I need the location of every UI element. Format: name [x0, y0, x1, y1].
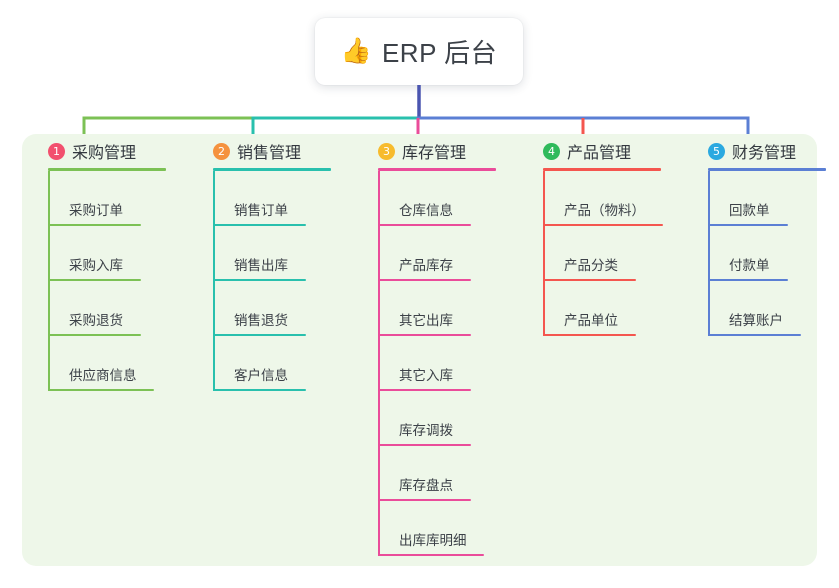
module-column-4: 4 产品管理产品（物料） 产品分类产品单位: [543, 134, 663, 336]
submodule-underline: [213, 279, 306, 281]
submodule-spine: [213, 171, 215, 391]
submodule-label: 产品分类: [564, 258, 618, 273]
submodule-underline: [708, 334, 801, 336]
submodule-underline: [378, 224, 471, 226]
submodule-label: 其它入库: [399, 368, 453, 383]
submodule-label: 其它出库: [399, 313, 453, 328]
module-header-underline: [378, 168, 496, 171]
module-header-2[interactable]: 2 销售管理: [213, 134, 331, 171]
thumbs-up-icon: 👍: [340, 37, 372, 65]
module-number-badge: 2: [213, 142, 230, 160]
module-title: 库存管理: [402, 145, 467, 162]
submodule-underline: [378, 279, 471, 281]
submodule-label: 采购入库: [69, 258, 123, 273]
module-title: 财务管理: [732, 145, 797, 162]
module-header-underline: [48, 168, 166, 171]
submodule-label: 结算账户: [729, 313, 783, 328]
submodule-spine: [378, 171, 380, 556]
root-title: ERP 后台: [381, 38, 498, 68]
submodule-label: 供应商信息: [69, 368, 137, 383]
module-header-underline: [213, 168, 331, 171]
module-header-underline: [543, 168, 661, 171]
submodule-underline: [48, 389, 154, 391]
submodule-label: 库存调拨: [399, 423, 453, 438]
submodule-label: 出库库明细: [399, 533, 467, 548]
submodule-label: 销售退货: [234, 313, 288, 328]
submodule-label: 库存盘点: [399, 478, 453, 493]
submodule-spine: [543, 171, 545, 336]
submodule-underline: [378, 334, 471, 336]
module-number-badge: 4: [543, 142, 560, 160]
submodule-underline: [543, 279, 636, 281]
submodule-label: 客户信息: [234, 368, 288, 383]
module-column-3: 3 库存管理仓库信息产品库存其它出库其它入库库存调拨库存盘点出库库明细: [378, 134, 496, 556]
module-header-3[interactable]: 3 库存管理: [378, 134, 496, 171]
submodule-spine: [708, 171, 710, 336]
submodule-underline: [48, 334, 141, 336]
submodule-label: 产品（物料）: [564, 203, 645, 218]
submodule-label: 回款单: [729, 203, 770, 218]
module-number-badge: 3: [378, 142, 395, 160]
submodule-underline: [708, 279, 788, 281]
submodule-underline: [708, 224, 788, 226]
modules-panel: 1 采购管理采购订单采购入库采购退货供应商信息 2 销售管理销售订单销售出库销售退货客…: [22, 134, 826, 566]
submodule-label: 采购订单: [69, 203, 123, 218]
module-title: 销售管理: [237, 145, 302, 162]
submodule-label: 销售订单: [234, 203, 288, 218]
submodule-label: 销售出库: [234, 258, 288, 273]
submodule-underline: [378, 389, 471, 391]
module-title: 采购管理: [72, 145, 137, 162]
submodule-underline: [48, 279, 141, 281]
module-column-2: 2 销售管理销售订单销售出库销售退货客户信息: [213, 134, 331, 391]
submodule-underline: [213, 334, 306, 336]
submodule-label: 仓库信息: [399, 203, 453, 218]
submodule-label: 产品单位: [564, 313, 618, 328]
root-node-card[interactable]: 👍 ERP 后台: [315, 18, 523, 85]
module-column-1: 1 采购管理采购订单采购入库采购退货供应商信息: [48, 134, 166, 391]
submodule-underline: [378, 499, 471, 501]
submodule-label: 采购退货: [69, 313, 123, 328]
submodule-underline: [378, 444, 471, 446]
module-number-badge: 1: [48, 142, 65, 160]
module-header-4[interactable]: 4 产品管理: [543, 134, 661, 171]
submodule-underline: [378, 554, 484, 556]
module-header-5[interactable]: 5 财务管理: [708, 134, 826, 171]
submodule-spine: [48, 171, 50, 391]
submodule-underline: [48, 224, 141, 226]
module-header-underline: [708, 168, 826, 171]
submodule-label: 产品库存: [399, 258, 453, 273]
submodule-underline: [543, 224, 663, 226]
module-column-5: 5 财务管理回款单付款单结算账户: [708, 134, 826, 336]
submodule-underline: [213, 389, 306, 391]
submodule-underline: [543, 334, 636, 336]
module-title: 产品管理: [567, 145, 632, 162]
submodule-label: 付款单: [729, 258, 770, 273]
module-number-badge: 5: [708, 142, 725, 160]
module-header-1[interactable]: 1 采购管理: [48, 134, 166, 171]
submodule-underline: [213, 224, 306, 226]
